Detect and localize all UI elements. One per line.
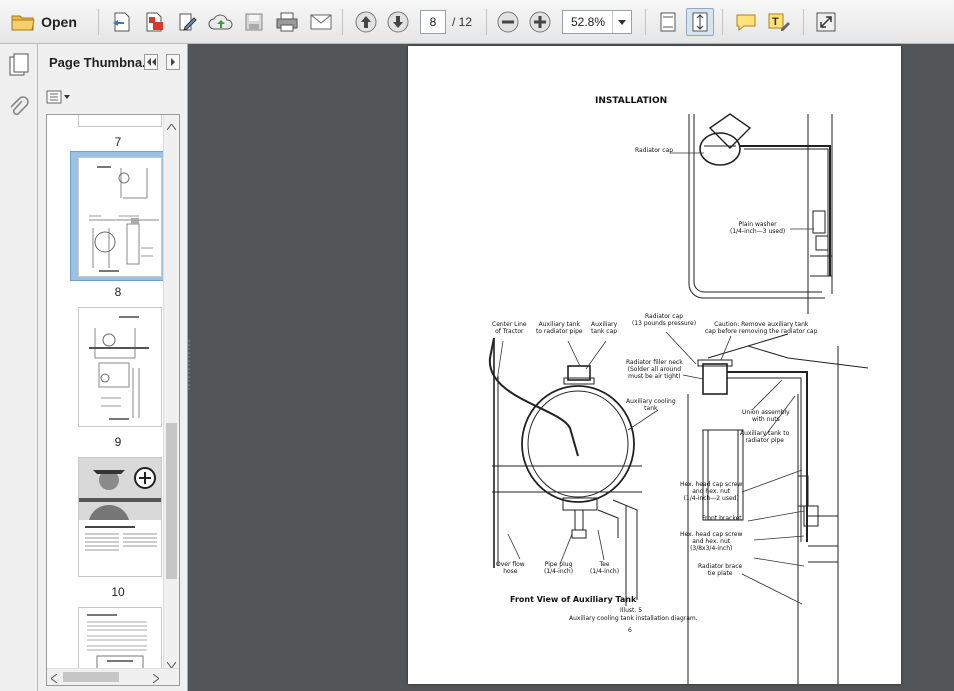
label-aux-to-rad: Auxiliary tank to radiator pipe <box>740 430 790 444</box>
fullscreen-button[interactable] <box>812 8 840 36</box>
cloud-upload-button[interactable] <box>206 8 236 36</box>
zoom-out-button[interactable] <box>494 8 522 36</box>
fit-page-button[interactable] <box>654 8 682 36</box>
zoom-in-icon <box>529 11 551 33</box>
email-icon <box>309 13 333 31</box>
folder-icon <box>11 12 35 32</box>
label-hex-screw-1: Hex. head cap screw and hex. nut (1/4-in… <box>680 481 743 502</box>
label-hex-screw-2: Hex. head cap screw and hex. nut (3/8x3/… <box>680 531 743 552</box>
thumbnails-panel: Page Thumbna... 7 <box>38 44 188 691</box>
save-button[interactable] <box>240 8 268 36</box>
thumbnail-options-button[interactable] <box>46 90 72 106</box>
thumbnail-page-image <box>78 157 162 277</box>
thumbnail-page-image <box>78 607 162 677</box>
expand-panel-button[interactable] <box>166 54 180 70</box>
zoom-select[interactable]: 52.8% <box>562 10 632 34</box>
panel-title: Page Thumbna... <box>49 55 154 70</box>
highlight-text-icon: T <box>767 11 791 33</box>
navigation-rail <box>0 44 38 691</box>
collapse-panel-button[interactable] <box>144 54 158 70</box>
thumbnail-page-image <box>78 307 162 427</box>
fit-width-button[interactable] <box>686 8 714 36</box>
open-button[interactable]: Open <box>8 8 80 36</box>
save-icon <box>244 12 264 32</box>
label-center-line: Center Line of Tractor <box>492 321 527 335</box>
convert-button[interactable] <box>140 8 168 36</box>
convert-icon <box>143 11 165 33</box>
page-thumbnails-icon[interactable] <box>7 52 31 76</box>
open-label: Open <box>41 14 77 30</box>
next-page-icon <box>387 11 409 33</box>
label-aux-tank: Auxiliary cooling tank <box>626 398 676 412</box>
label-radiator-brace: Radiator brace tie plate <box>698 563 743 577</box>
installation-diagram <box>488 113 869 684</box>
label-union: Union assembly with nuts <box>742 409 790 423</box>
scroll-up-icon[interactable] <box>166 119 177 133</box>
svg-text:T: T <box>772 16 779 28</box>
thumbnails-vertical-scrollbar[interactable] <box>163 115 179 671</box>
zoom-value: 52.8% <box>571 15 606 29</box>
label-overflow-hose: Over flow hose <box>496 561 525 575</box>
label-plain-washer: Plain washer (1/4-inch—3 used) <box>730 221 786 235</box>
label-caution: Caution: Remove auxiliary tank cap befor… <box>705 321 818 335</box>
panel-splitter[interactable] <box>187 340 191 390</box>
vertical-scroll-thumb[interactable] <box>166 423 177 579</box>
print-button[interactable] <box>272 8 302 36</box>
chevron-right-icon <box>170 55 176 69</box>
thumbnail-label: 9 <box>114 435 122 449</box>
thumbnails-list: 7 8 <box>46 114 180 686</box>
prev-page-icon <box>355 11 377 33</box>
fit-page-icon <box>659 11 677 33</box>
label-aux-cap: Auxiliary tank cap <box>591 321 618 335</box>
main-toolbar: Open 8 / 12 52.8% <box>0 0 954 44</box>
horizontal-scroll-thumb[interactable] <box>63 672 119 682</box>
page-number-input[interactable]: 8 <box>420 10 446 34</box>
figure-title: Front View of Auxiliary Tank <box>510 595 637 604</box>
print-icon <box>275 11 299 33</box>
highlight-text-button[interactable]: T <box>764 8 794 36</box>
edit-icon <box>177 11 199 33</box>
scroll-left-icon[interactable] <box>50 672 58 685</box>
create-pdf-button[interactable] <box>108 8 136 36</box>
list-options-icon <box>46 90 72 107</box>
comment-button[interactable] <box>732 8 760 36</box>
label-tee: Tee (1/4-inch) <box>590 561 620 575</box>
edit-button[interactable] <box>174 8 202 36</box>
double-chevron-left-icon <box>146 55 156 69</box>
label-filler-neck: Radiator filler neck (Solder all around … <box>626 359 683 380</box>
label-front-bracket: Front bracket <box>702 515 742 522</box>
attachment-icon[interactable] <box>8 96 30 118</box>
document-page: INSTALLATION Radiator cap Plain washer (… <box>408 46 901 684</box>
create-pdf-icon <box>111 11 133 33</box>
page-heading: INSTALLATION <box>595 96 668 106</box>
fullscreen-icon <box>815 11 837 33</box>
previous-page-button[interactable] <box>352 8 380 36</box>
chevron-down-icon <box>612 11 631 33</box>
figure-caption: Auxiliary cooling tank installation diag… <box>569 615 698 622</box>
cloud-upload-icon <box>208 11 234 33</box>
thumbnail-label: 8 <box>114 285 122 299</box>
fit-width-icon <box>691 11 709 33</box>
thumbnails-horizontal-scrollbar[interactable] <box>47 668 179 685</box>
thumbnail-label: 7 <box>114 135 122 149</box>
label-aux-pipe: Auxiliary tank to radiator pipe <box>536 321 583 335</box>
label-radiator-cap-13: Radiator cap (13 pounds pressure) <box>632 313 697 327</box>
zoom-in-button[interactable] <box>526 8 554 36</box>
page-total: / 12 <box>452 15 473 29</box>
label-radiator-cap: Radiator cap <box>635 147 674 154</box>
page-number: 6 <box>628 627 632 634</box>
label-pipe-plug: Pipe plug (1/4-inch) <box>544 561 574 575</box>
scroll-right-icon[interactable] <box>152 672 160 685</box>
email-button[interactable] <box>306 8 336 36</box>
comment-icon <box>735 12 757 32</box>
illustration-number: Illust. 5 <box>620 607 643 614</box>
zoom-out-icon <box>497 11 519 33</box>
next-page-button[interactable] <box>384 8 412 36</box>
thumbnail-page-image <box>78 457 162 577</box>
thumbnail-label: 10 <box>111 585 125 599</box>
